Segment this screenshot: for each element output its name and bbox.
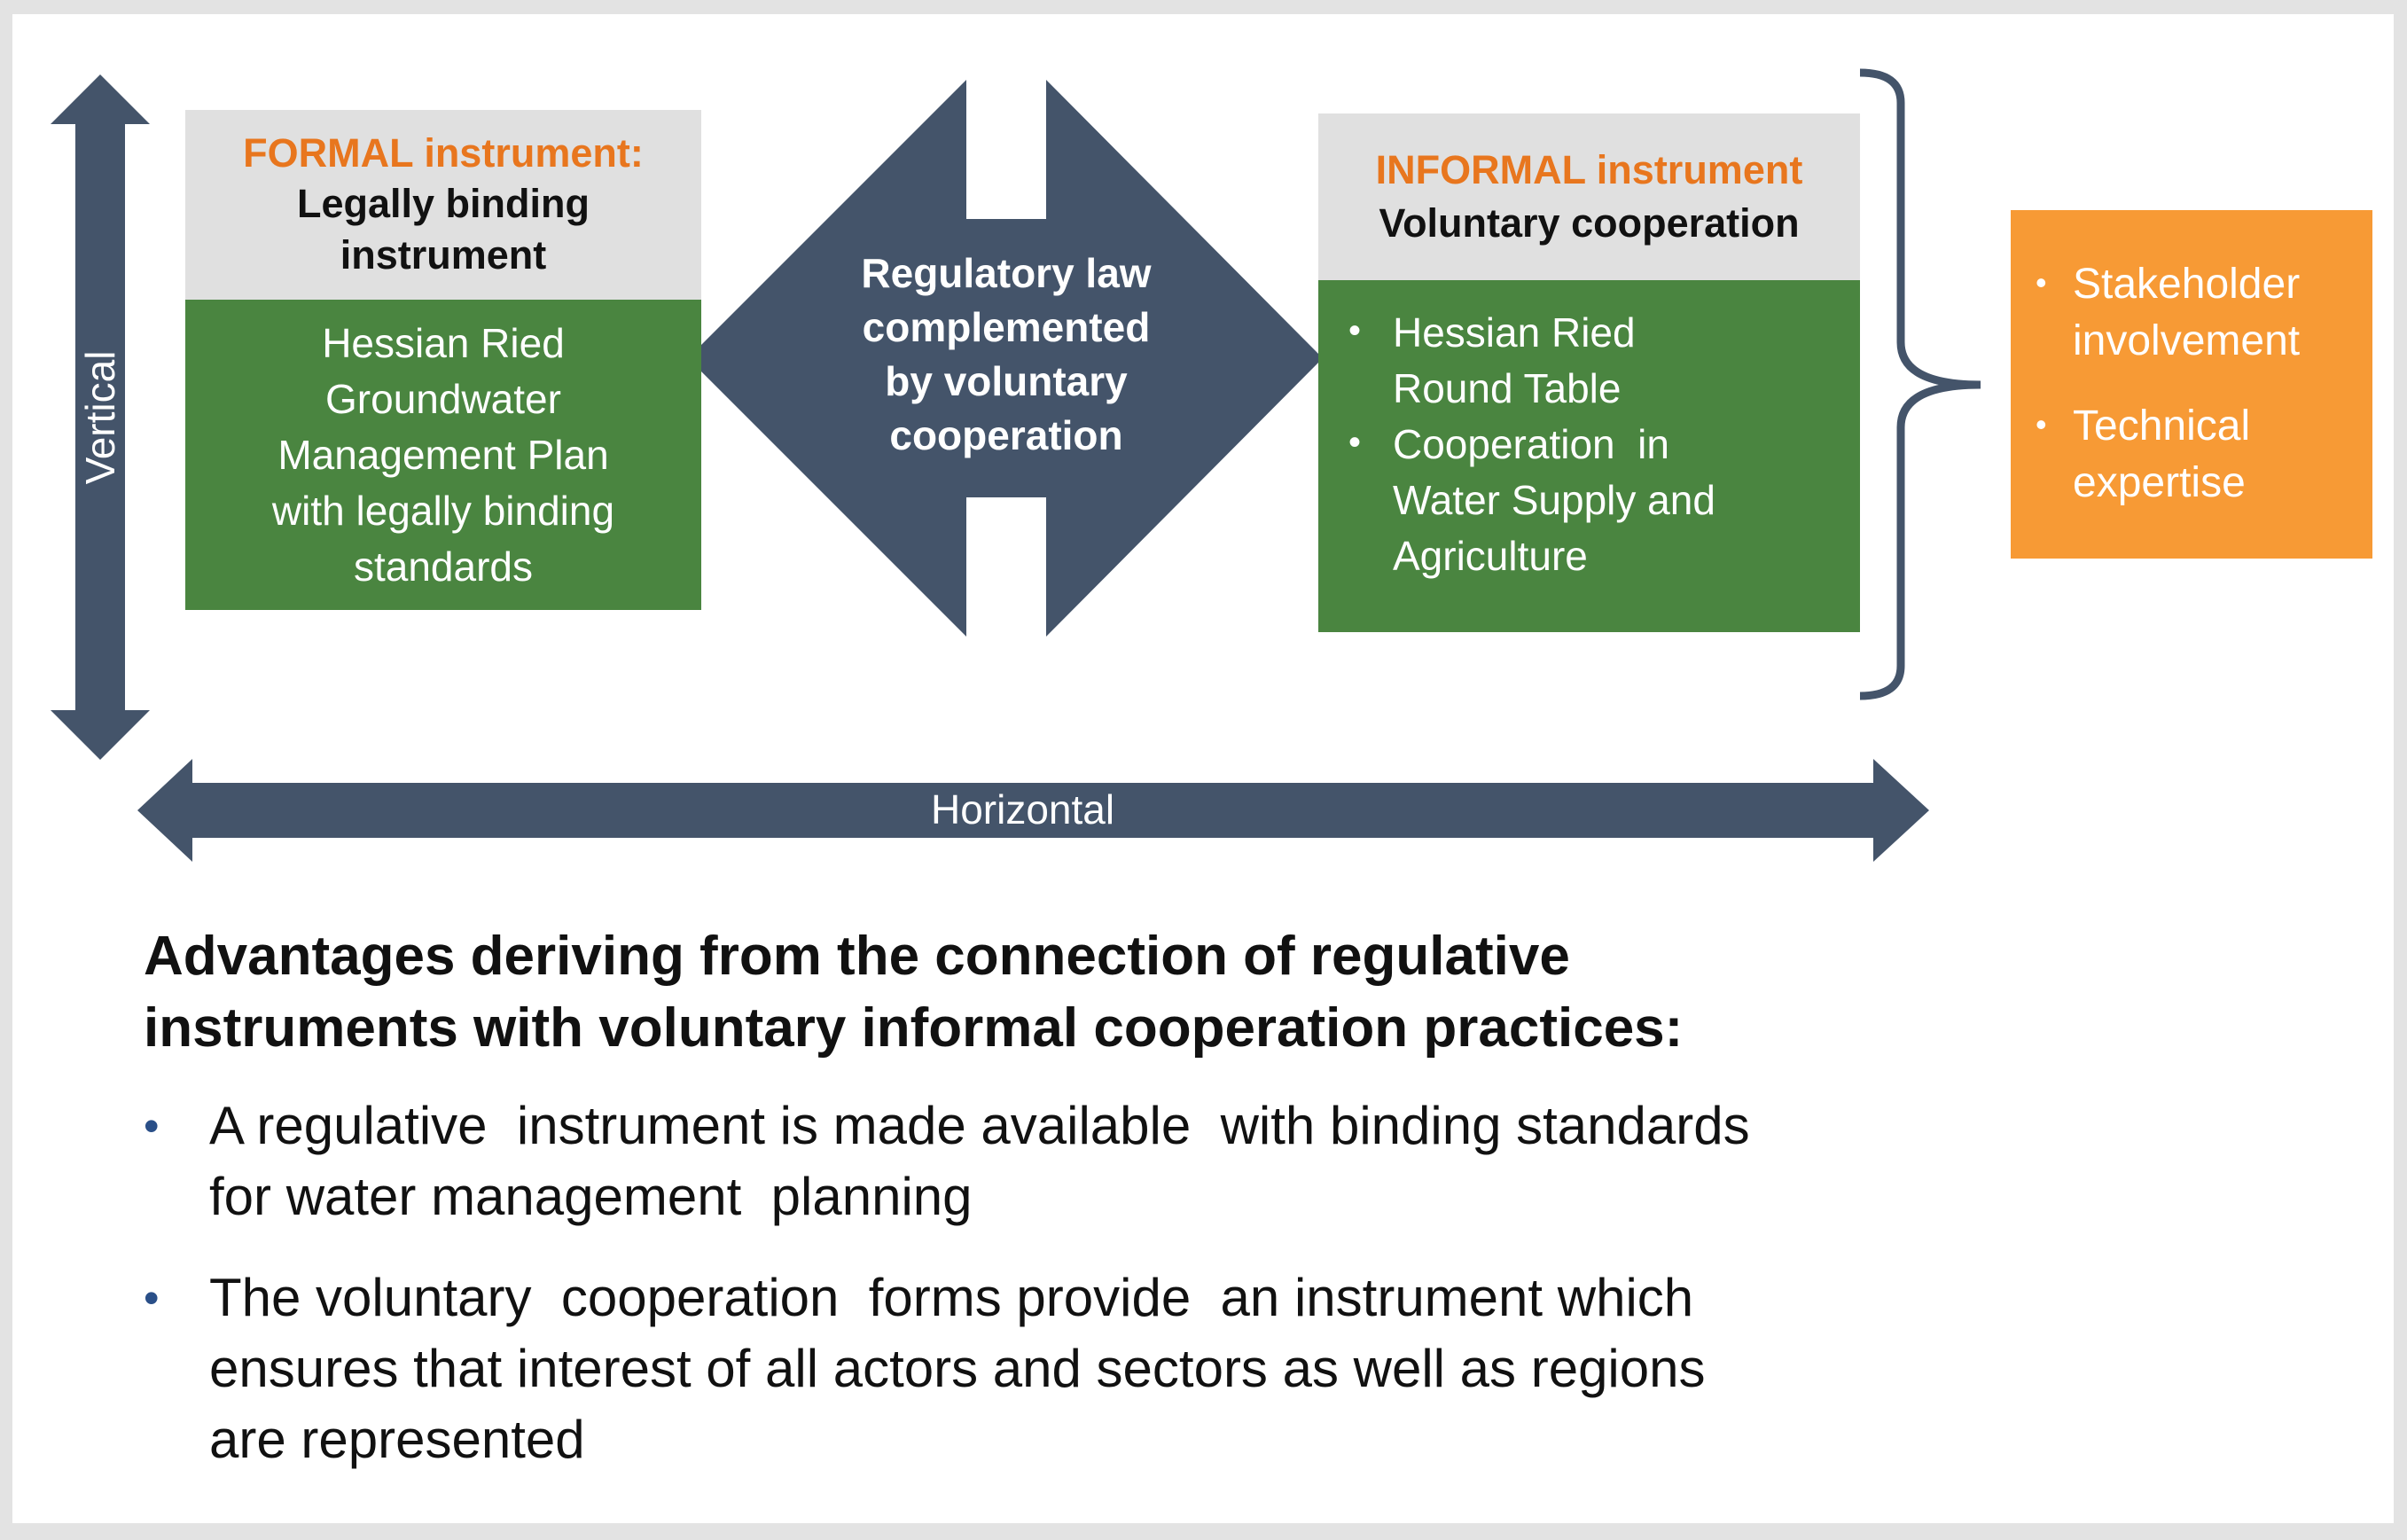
horizontal-double-arrow [137, 759, 1929, 862]
slide: Vertical Horizontal FORMAL instrument: L… [12, 14, 2394, 1523]
formal-title: FORMAL instrument: [243, 130, 644, 176]
informal-item-line: Cooperation in [1393, 421, 1669, 467]
informal-title: INFORMAL instrument [1375, 147, 1803, 192]
formal-body-line: with legally binding [271, 487, 615, 534]
diagram-shapes [51, 68, 1981, 862]
advantages-list-item: A regulative instrument is made availabl… [144, 1091, 2183, 1232]
center-diamond-text: Regulatory law complemented by voluntary… [785, 246, 1228, 463]
advantages-item-line: A regulative instrument is made availabl… [209, 1096, 1750, 1155]
informal-item-line: Round Table [1393, 365, 1622, 411]
advantages-item-line: are represented [209, 1410, 585, 1469]
informal-list: Hessian Ried Round Table Cooperation in … [1348, 303, 1860, 584]
stakeholder-list: Stakeholder involvement Technical expert… [2028, 254, 2355, 512]
center-line: cooperation [889, 412, 1123, 458]
formal-subtitle-line1: Legally binding [296, 181, 590, 226]
horizontal-axis-label: Horizontal [931, 786, 1115, 833]
stakeholder-list-item: Technical expertise [2028, 396, 2355, 512]
advantages-list-item: The voluntary cooperation forms provide … [144, 1262, 2183, 1475]
advantages-item-line: The voluntary cooperation forms provide … [209, 1268, 1694, 1327]
informal-item-line: Hessian Ried [1393, 309, 1636, 356]
advantages-heading-line: Advantages deriving from the connection … [144, 926, 1570, 987]
vertical-double-arrow [51, 74, 150, 760]
stakeholder-list-item: Stakeholder involvement [2028, 254, 2355, 370]
center-diamond-arrow [688, 80, 1323, 637]
center-line: complemented [862, 304, 1151, 350]
formal-body-line: Hessian Ried [322, 319, 565, 366]
informal-item-line: Water Supply and [1393, 477, 1715, 523]
advantages-heading: Advantages deriving from the connection … [144, 920, 2183, 1064]
informal-list-item: Hessian Ried Round Table [1348, 303, 1860, 417]
formal-body: Hessian Ried Groundwater Management Plan… [185, 300, 701, 610]
stakeholder-item-line: Technical [2073, 403, 2251, 449]
advantages-list: A regulative instrument is made availabl… [144, 1091, 2183, 1505]
informal-list-item: Cooperation in Water Supply and Agricult… [1348, 415, 1860, 584]
formal-body-line: Management Plan [277, 431, 609, 478]
advantages-item-line: ensures that interest of all actors and … [209, 1339, 1706, 1398]
advantages-item-line: for water management planning [209, 1167, 973, 1226]
stakeholder-item-line: involvement [2073, 317, 2301, 364]
formal-subtitle-line2: instrument [340, 232, 547, 278]
center-line: Regulatory law [861, 250, 1152, 296]
stakeholder-item-line: expertise [2073, 459, 2246, 506]
formal-body-line: standards [353, 543, 533, 590]
right-bracket [1859, 68, 1981, 700]
center-line: by voluntary [885, 358, 1128, 404]
advantages-heading-line: instruments with voluntary informal coop… [144, 997, 1684, 1059]
stakeholder-box: Stakeholder involvement Technical expert… [2011, 210, 2372, 559]
informal-body: Hessian Ried Round Table Cooperation in … [1318, 280, 1860, 632]
informal-header: INFORMAL instrument Voluntary cooperatio… [1318, 113, 1860, 280]
vertical-axis-label: Vertical [77, 350, 123, 485]
formal-body-line: Groundwater [325, 375, 561, 422]
stakeholder-item-line: Stakeholder [2073, 261, 2301, 308]
formal-header: FORMAL instrument: Legally binding instr… [185, 110, 701, 300]
informal-subtitle: Voluntary cooperation [1379, 200, 1800, 246]
informal-item-line: Agriculture [1393, 533, 1588, 579]
